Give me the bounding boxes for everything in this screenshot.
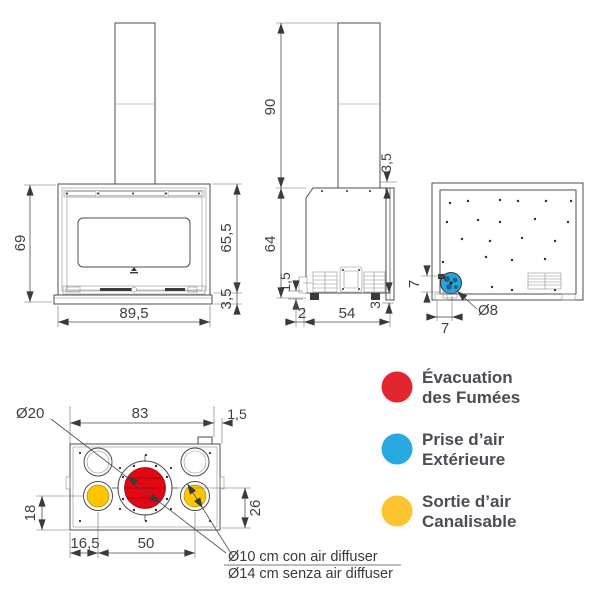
- svg-text:18: 18: [22, 505, 39, 522]
- side-dim-flue-offset: 3,5: [378, 153, 397, 199]
- back-panel-screws: [441, 198, 573, 292]
- svg-text:Ø8: Ø8: [478, 302, 498, 319]
- front-body: [53, 183, 213, 305]
- top-dim-width: 83 1,5: [69, 405, 247, 444]
- back-vent-grille: [527, 272, 562, 290]
- top-duct-notes: Ø10 cm con air diffuser Ø14 cm senza air…: [186, 483, 401, 582]
- top-dim-edge: 1,5: [227, 406, 247, 422]
- svg-text:7: 7: [406, 280, 423, 288]
- side-rear-box: [298, 276, 308, 294]
- note-with-diffuser: Ø10 cm con air diffuser: [228, 549, 378, 565]
- back-view: 7 7 Ø8: [406, 182, 584, 337]
- svg-text:69: 69: [12, 235, 29, 252]
- front-chimney: [114, 22, 156, 185]
- svg-text:1,5: 1,5: [277, 272, 293, 292]
- smoke-dot-icon: [381, 371, 413, 403]
- svg-text:Évacuation: Évacuation: [422, 368, 513, 387]
- svg-text:64: 64: [262, 236, 279, 253]
- top-label-flue-diameter: Ø20: [16, 405, 227, 554]
- side-dim-rear-gap: 1,5: [277, 272, 303, 310]
- air-intake-port: [438, 272, 462, 299]
- side-dim-rear-foot: 2: [298, 305, 306, 322]
- front-view: 69 89,5 65,5 3,5: [12, 22, 242, 327]
- svg-text:Extérieure: Extérieure: [422, 450, 505, 469]
- svg-text:3: 3: [367, 301, 383, 309]
- top-spare-hole-left: [83, 447, 113, 477]
- duct-outlet-left: [83, 481, 113, 511]
- note-without-diffuser: Ø14 cm senza air diffuser: [228, 566, 393, 582]
- side-dim-depth: 2 54: [285, 302, 391, 327]
- front-base: [53, 294, 213, 305]
- back-dim-intake-vertical: 7: [406, 265, 448, 303]
- svg-text:65,5: 65,5: [218, 223, 235, 252]
- side-chimney: [337, 22, 381, 189]
- svg-text:Prise d’air: Prise d’air: [422, 430, 505, 449]
- svg-text:26: 26: [247, 500, 264, 517]
- svg-text:3,5: 3,5: [378, 153, 394, 173]
- svg-text:Sortie d’air: Sortie d’air: [422, 492, 511, 511]
- back-label-intake-diameter: Ø8: [456, 290, 498, 319]
- legend-item-intake: Prise d’air Extérieure: [381, 430, 505, 469]
- front-dim-body-height: 65,5 3,5: [212, 183, 242, 315]
- top-spare-hole-right: [180, 447, 210, 477]
- side-dim-body-height: 64: [262, 188, 306, 299]
- top-dim-outlet-inset: 16,5: [70, 535, 99, 552]
- svg-text:54: 54: [339, 305, 356, 322]
- side-vent-left: [312, 271, 338, 293]
- brand-logo-icon: [130, 267, 138, 274]
- svg-text:Canalisable: Canalisable: [422, 512, 517, 531]
- front-dim-base-height: 3,5: [218, 289, 235, 310]
- side-blower: [339, 266, 363, 293]
- top-view: 83 1,5 18 26 16,5 50: [16, 405, 401, 582]
- legend-item-smoke: Évacuation des Fumées: [381, 368, 520, 407]
- svg-text:7: 7: [441, 320, 449, 337]
- side-dim-front-foot: 3: [367, 282, 394, 314]
- top-dim-outlet-spacing: 50: [138, 535, 155, 552]
- side-dim-chimney-height: 90: [262, 22, 338, 189]
- intake-dot-icon: [381, 433, 413, 465]
- svg-text:Ø20: Ø20: [16, 405, 44, 422]
- duct-dot-icon: [381, 495, 413, 527]
- front-dim-width: 89,5: [57, 305, 211, 327]
- legend-item-duct: Sortie d’air Canalisable: [381, 492, 517, 531]
- svg-text:des Fumées: des Fumées: [422, 388, 520, 407]
- top-dim-outlets: 16,5 50: [69, 512, 196, 558]
- back-dim-intake-horizontal: 7: [426, 296, 463, 337]
- legend: Évacuation des Fumées Prise d’air Extéri…: [381, 368, 520, 531]
- top-dim-right-offset: 26: [174, 487, 264, 529]
- front-dim-height: 69: [12, 184, 56, 303]
- side-view: 90 64 3,5 1,5 2: [262, 22, 397, 327]
- svg-text:89,5: 89,5: [119, 305, 148, 322]
- top-dim-left-offset: 18: [22, 495, 83, 531]
- svg-text:90: 90: [262, 99, 279, 116]
- top-panel-screws: [78, 451, 212, 523]
- svg-text:83: 83: [132, 405, 149, 422]
- side-body: [298, 187, 395, 301]
- side-vent-right: [363, 271, 386, 293]
- duct-outlet-circle-left: [86, 484, 110, 508]
